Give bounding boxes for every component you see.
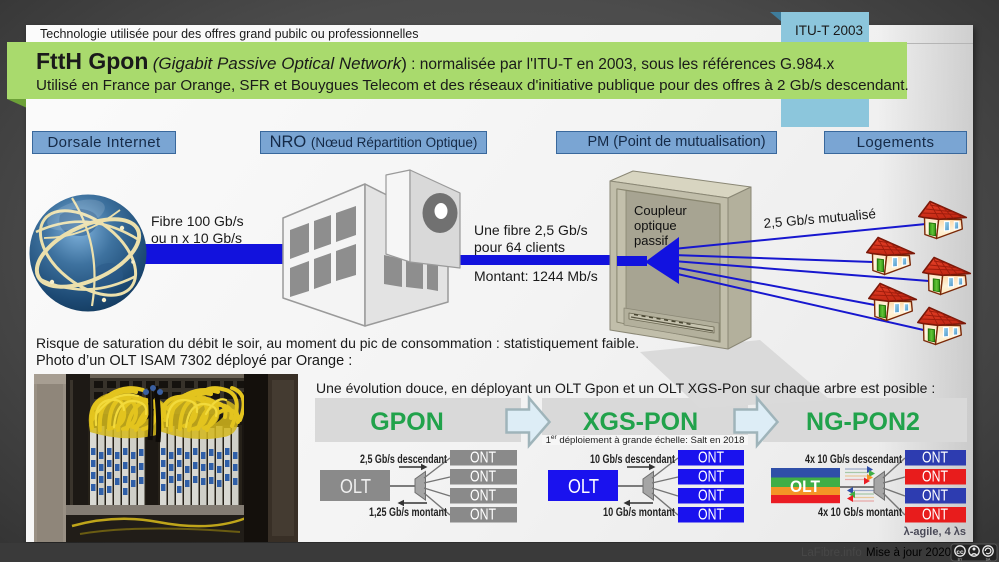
svg-text:OLT: OLT — [568, 476, 599, 498]
svg-text:ONT: ONT — [698, 450, 724, 467]
svg-text:cc: cc — [956, 549, 964, 556]
svg-text:ONT: ONT — [698, 469, 724, 486]
svg-text:4x 10 Gb/s montant: 4x 10 Gb/s montant — [818, 507, 902, 519]
svg-text:ONT: ONT — [470, 450, 496, 467]
svg-text:2,5 Gb/s descendant: 2,5 Gb/s descendant — [360, 454, 447, 466]
svg-text:ONT: ONT — [698, 507, 724, 524]
svg-text:4x 10 Gb/s descendant: 4x 10 Gb/s descendant — [805, 454, 902, 466]
svg-text:ONT: ONT — [922, 450, 948, 467]
svg-text:BY: BY — [958, 558, 963, 562]
svg-text:ONT: ONT — [470, 469, 496, 486]
svg-text:ONT: ONT — [922, 469, 948, 486]
svg-text:ONT: ONT — [698, 488, 724, 505]
svg-text:ONT: ONT — [470, 507, 496, 524]
svg-text:λ-agile, 4 λs: λ-agile, 4 λs — [904, 526, 966, 538]
svg-text:ONT: ONT — [470, 488, 496, 505]
svg-text:ONT: ONT — [922, 507, 948, 524]
svg-text:ONT: ONT — [922, 488, 948, 505]
svg-text:1,25 Gb/s montant: 1,25 Gb/s montant — [369, 507, 447, 519]
svg-text:OLT: OLT — [340, 476, 371, 498]
svg-text:10 Gb/s descendant: 10 Gb/s descendant — [590, 454, 675, 466]
svg-text:10 Gb/s montant: 10 Gb/s montant — [603, 507, 675, 519]
svg-text:OLT: OLT — [790, 477, 821, 496]
svg-text:SA: SA — [986, 558, 991, 562]
